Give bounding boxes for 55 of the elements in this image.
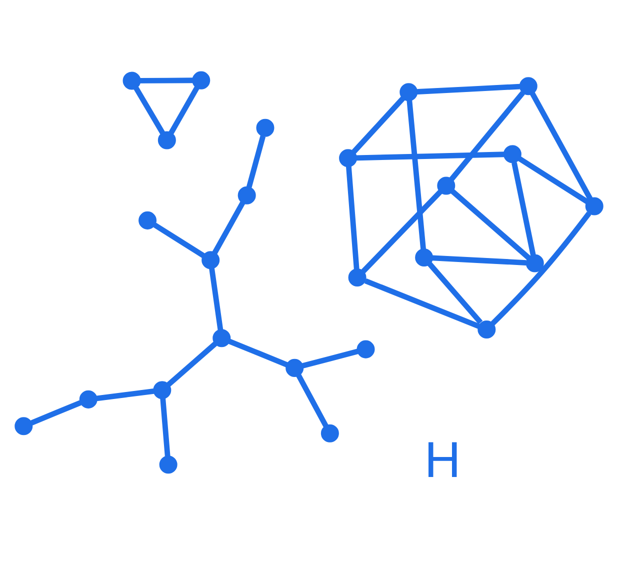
connector bbox=[153, 222, 205, 258]
label: H bbox=[424, 431, 461, 488]
connector bbox=[352, 96, 406, 154]
node-circle bbox=[153, 381, 172, 400]
node-circle bbox=[320, 424, 339, 442]
node-circle bbox=[585, 197, 604, 216]
node-circle bbox=[122, 72, 141, 90]
connector bbox=[361, 190, 442, 274]
connector bbox=[356, 152, 504, 161]
connector bbox=[530, 92, 593, 200]
node-circle bbox=[192, 71, 210, 90]
connector bbox=[134, 86, 165, 134]
node-circle bbox=[238, 186, 256, 204]
node-circle bbox=[14, 417, 33, 436]
node-circle bbox=[138, 211, 157, 230]
node-circle bbox=[212, 329, 231, 348]
connector bbox=[168, 86, 200, 134]
connector bbox=[160, 398, 170, 456]
connector bbox=[30, 400, 82, 426]
node-circle bbox=[519, 77, 538, 96]
connector bbox=[449, 91, 525, 181]
connector bbox=[140, 78, 193, 84]
connector bbox=[417, 84, 520, 94]
connector bbox=[302, 348, 358, 368]
node-circle bbox=[339, 149, 358, 168]
node-circle bbox=[526, 254, 544, 272]
node-circle bbox=[356, 340, 375, 358]
node-circle bbox=[503, 145, 522, 164]
connector bbox=[209, 268, 224, 330]
connector bbox=[450, 189, 530, 260]
node-circle bbox=[79, 390, 98, 408]
node-circle bbox=[400, 83, 418, 102]
connector bbox=[296, 374, 328, 428]
connector bbox=[512, 162, 536, 256]
connector bbox=[228, 338, 288, 368]
node-circle bbox=[286, 358, 304, 377]
connector bbox=[490, 212, 592, 326]
node-circle bbox=[202, 251, 220, 270]
connector bbox=[364, 278, 480, 329]
connector bbox=[346, 166, 360, 270]
node-circle bbox=[415, 248, 434, 267]
connector bbox=[96, 388, 154, 402]
node-circle bbox=[478, 320, 496, 338]
connector bbox=[246, 136, 266, 188]
connector bbox=[432, 255, 526, 266]
connector bbox=[166, 342, 218, 387]
node-circle bbox=[437, 176, 456, 195]
connector bbox=[427, 262, 483, 324]
connector bbox=[212, 201, 246, 254]
node-circle bbox=[158, 131, 176, 150]
connector bbox=[406, 100, 426, 250]
node-circle bbox=[159, 456, 178, 474]
node-circle bbox=[348, 268, 366, 287]
node-circle bbox=[256, 118, 274, 137]
connector bbox=[518, 156, 589, 204]
